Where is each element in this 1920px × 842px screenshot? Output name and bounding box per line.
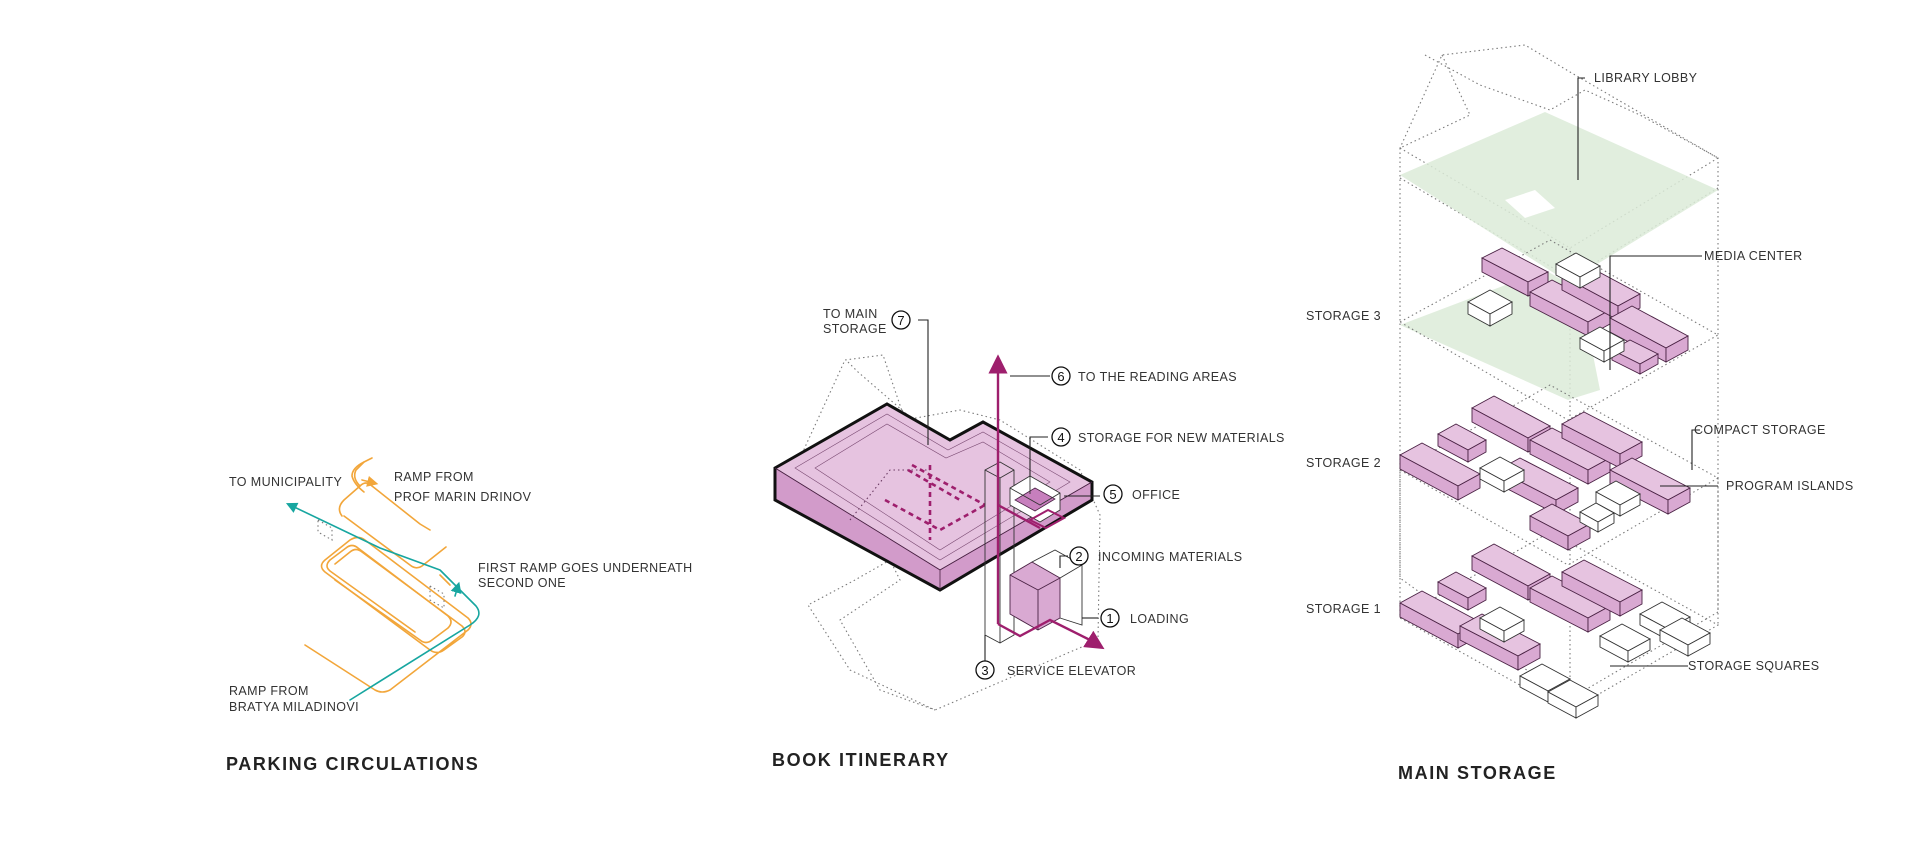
label-to-municipality: TO MUNICIPALITY [229, 475, 342, 489]
program-island-box [1579, 326, 1625, 363]
main-pink-volume [773, 402, 1094, 592]
storage-square-box [1599, 623, 1651, 663]
building-dotted-outline [799, 354, 1101, 711]
step-4-marker: 4 [1051, 427, 1071, 447]
leader-media-center [1609, 255, 1702, 370]
storage-1-slab [1398, 531, 1720, 713]
label-compact-storage: COMPACT STORAGE [1694, 423, 1826, 437]
label-first-ramp-2: SECOND ONE [478, 576, 566, 590]
step-2-number: 2 [1075, 549, 1082, 564]
storage-3-boxes [1467, 247, 1689, 375]
label-office: OFFICE [1132, 488, 1180, 502]
library-lobby-plane [1400, 112, 1718, 282]
label-to-main-storage-2: STORAGE [823, 322, 887, 336]
leader-library-lobby [1577, 77, 1585, 180]
step-5-number: 5 [1109, 487, 1116, 502]
program-island-box [1595, 480, 1641, 517]
compact-storage-box [1437, 423, 1487, 463]
leader-incoming [1059, 555, 1068, 568]
storage-1-boxes [1399, 543, 1711, 719]
compact-storage-box [1471, 543, 1551, 601]
leader-compact-storage [1691, 429, 1700, 470]
label-ramp-from-miladinovi: RAMP FROM [229, 684, 309, 698]
program-island-box [1555, 252, 1601, 289]
label-ramp-from-drinov: RAMP FROM [394, 470, 474, 484]
step-5-marker: 5 [1103, 484, 1123, 504]
teal-ramp-path [285, 502, 480, 701]
compact-storage-box [1529, 503, 1591, 551]
program-island-box [1579, 502, 1615, 533]
leader-new-materials [1029, 436, 1048, 476]
storage-2-boxes [1399, 395, 1691, 551]
label-to-reading-areas: TO THE READING AREAS [1078, 370, 1237, 384]
main-book-route [988, 354, 1105, 650]
book-itinerary-title: BOOK ITINERARY [772, 750, 950, 770]
incoming-materials-box [1009, 549, 1083, 631]
label-storage-squares: STORAGE SQUARES [1688, 659, 1820, 673]
storage-square-box [1479, 606, 1525, 643]
label-to-main-storage-1: TO MAIN [823, 307, 878, 321]
step-7-marker: 7 [891, 310, 911, 330]
label-loading: LOADING [1130, 612, 1189, 626]
storage-square-box [1659, 617, 1711, 657]
internal-book-route [884, 463, 986, 540]
step-3-marker: 3 [975, 660, 995, 680]
program-island-box [1479, 456, 1525, 493]
storage-square-box [1547, 679, 1599, 719]
label-media-center: MEDIA CENTER [1704, 249, 1803, 263]
parking-dotted-markers [317, 519, 445, 609]
orange-ramp-path [304, 457, 472, 693]
office-box [1009, 475, 1067, 530]
label-service-elevator: SERVICE ELEVATOR [1007, 664, 1136, 678]
label-ramp-from-drinov-street: PROF MARIN DRINOV [394, 490, 532, 504]
program-island-box [1467, 289, 1513, 327]
compact-storage-box [1609, 457, 1691, 515]
step-6-marker: 6 [1051, 366, 1071, 386]
label-storage-new-materials: STORAGE FOR NEW MATERIALS [1078, 431, 1285, 445]
label-library-lobby: LIBRARY LOBBY [1594, 71, 1698, 85]
label-storage-3: STORAGE 3 [1306, 309, 1381, 323]
step-6-number: 6 [1057, 369, 1064, 384]
parking-circulation-diagram: TO MUNICIPALITY RAMP FROM PROF MARIN DRI… [226, 457, 693, 774]
step-1-marker: 1 [1100, 608, 1120, 628]
step-1-number: 1 [1106, 611, 1113, 626]
main-storage-title: MAIN STORAGE [1398, 763, 1557, 783]
leader-main-storage [918, 319, 929, 445]
step-7-number: 7 [897, 313, 904, 328]
compact-storage-box [1529, 575, 1611, 633]
label-storage-2: STORAGE 2 [1306, 456, 1381, 470]
parking-circulations-title: PARKING CIRCULATIONS [226, 754, 479, 774]
label-storage-1: STORAGE 1 [1306, 602, 1381, 616]
label-ramp-from-miladinovi-street: BRATYA MILADINOVI [229, 700, 359, 714]
label-first-ramp: FIRST RAMP GOES UNDERNEATH [478, 561, 693, 575]
main-storage-diagram: STORAGE 3 STORAGE 2 STORAGE 1 LIBRARY LO… [1306, 44, 1854, 783]
compact-storage-box [1399, 442, 1481, 501]
step-3-number: 3 [981, 663, 988, 678]
step-4-number: 4 [1057, 430, 1064, 445]
label-program-islands: PROGRAM ISLANDS [1726, 479, 1854, 493]
book-itinerary-diagram: 7 6 4 5 2 1 3 TO MAIN STORAGE TO THE RE [772, 307, 1285, 770]
compact-storage-box [1561, 559, 1643, 617]
compact-storage-box [1437, 571, 1487, 611]
label-incoming-materials: INCOMING MATERIALS [1098, 550, 1242, 564]
step-2-marker: 2 [1069, 546, 1089, 566]
